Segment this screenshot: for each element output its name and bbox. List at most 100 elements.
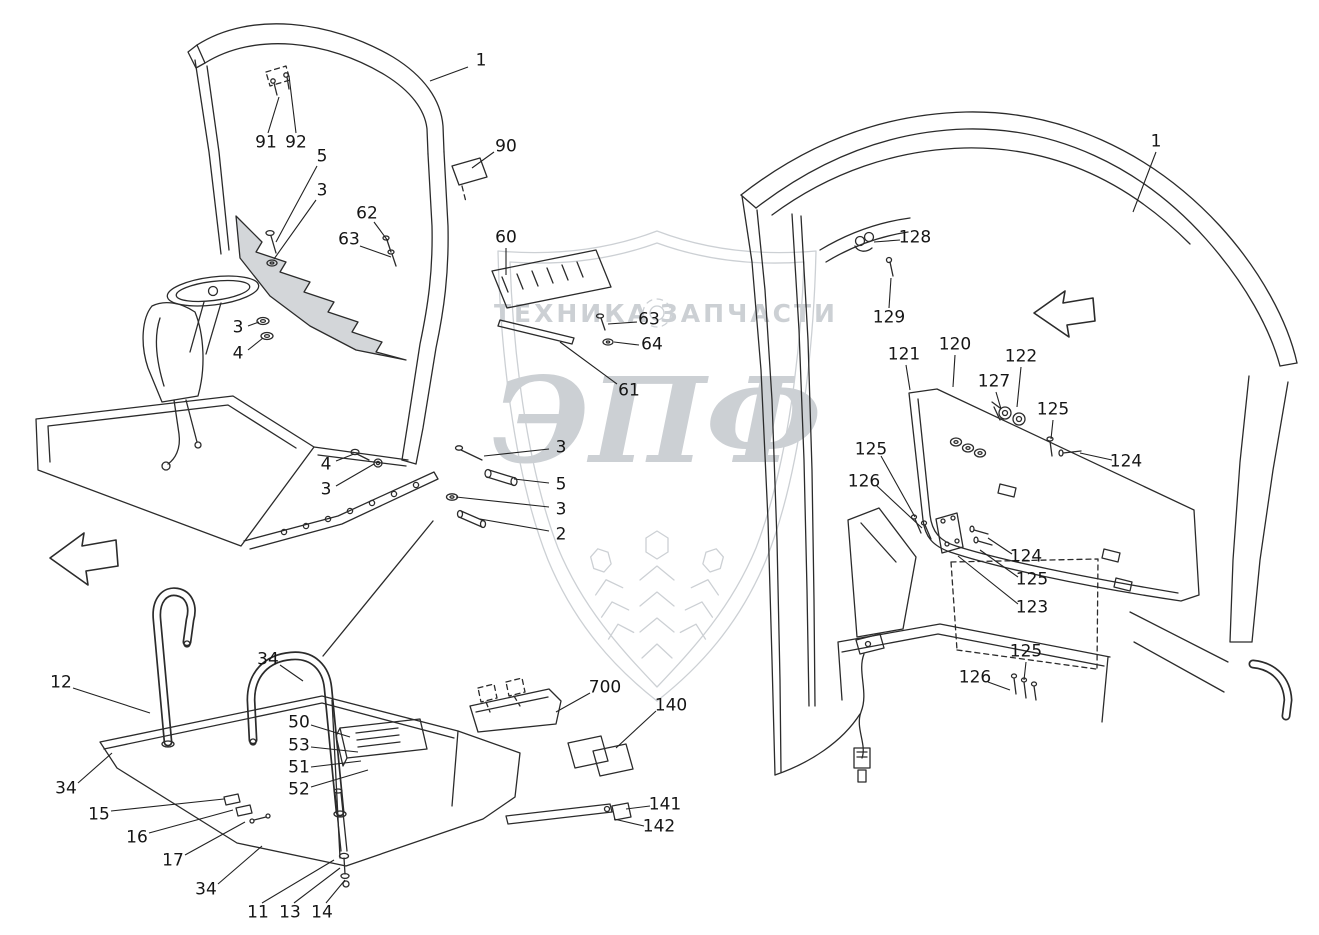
part-label-122: 122: [1004, 346, 1038, 367]
part-label-53: 53: [288, 735, 310, 756]
part-label-17: 17: [162, 850, 184, 871]
part-label-5: 5: [555, 474, 567, 495]
leader-line: [217, 845, 263, 885]
part-label-1: 1: [1150, 131, 1162, 152]
leader-line: [310, 746, 359, 753]
leader-line: [876, 485, 923, 529]
part-label-64: 64: [641, 334, 663, 355]
gear-icon: [642, 298, 672, 328]
leader-line: [483, 448, 550, 457]
part-label-4: 4: [320, 454, 332, 475]
leader-line: [1132, 151, 1157, 213]
leader-line: [479, 518, 550, 532]
part-label-125: 125: [1009, 641, 1043, 662]
leader-line: [279, 664, 304, 682]
part-label-12: 12: [50, 672, 72, 693]
leader-line: [373, 221, 389, 242]
part-label-51: 51: [288, 757, 310, 778]
part-label-4: 4: [232, 343, 244, 364]
part-label-128: 128: [898, 227, 932, 248]
part-label-124: 124: [1109, 451, 1143, 472]
watermark: ТЕХНИКА ЗАПЧАСТИ ЭПФ: [492, 230, 835, 702]
part-label-3: 3: [555, 437, 567, 458]
part-label-129: 129: [872, 307, 906, 328]
left-direction-arrow-icon: [49, 532, 119, 586]
leader-line: [905, 364, 911, 391]
part-label-14: 14: [311, 902, 333, 923]
part-label-90: 90: [495, 136, 517, 157]
part-label-34: 34: [257, 649, 279, 670]
leader-line: [615, 710, 657, 749]
part-label-3: 3: [320, 479, 332, 500]
part-label-3: 3: [555, 499, 567, 520]
part-label-125: 125: [1015, 569, 1049, 590]
part-label-63: 63: [338, 229, 360, 250]
leader-line: [613, 818, 645, 827]
part-label-3: 3: [232, 317, 244, 338]
left-cab-frame-drawing: [35, 23, 614, 657]
part-label-1: 1: [475, 50, 487, 71]
part-label-123: 123: [1015, 597, 1049, 618]
leader-line: [455, 496, 550, 508]
leader-line: [607, 321, 638, 325]
leader-line: [247, 337, 264, 351]
part-label-140: 140: [654, 695, 688, 716]
leader-line: [359, 245, 392, 258]
watermark-shield-inner: [509, 242, 805, 688]
leader-line: [275, 165, 318, 243]
right-direction-arrow-icon: [1033, 290, 1096, 338]
part-label-52: 52: [288, 779, 310, 800]
leader-line: [1050, 419, 1054, 440]
part-label-124: 124: [1009, 546, 1043, 567]
part-label-121: 121: [887, 344, 921, 365]
leader-line: [625, 805, 651, 810]
leader-line: [880, 455, 916, 518]
part-label-11: 11: [247, 902, 269, 923]
wheat-ears-icon: [589, 530, 725, 659]
leader-line: [429, 66, 469, 82]
leader-line: [613, 341, 640, 346]
part-label-120: 120: [938, 334, 972, 355]
leader-line: [1023, 661, 1027, 681]
leader-line: [555, 692, 591, 713]
part-label-126: 126: [847, 471, 881, 492]
direction-arrows: [49, 290, 1096, 586]
leader-line: [979, 549, 1019, 578]
leader-line: [873, 239, 901, 243]
watermark-shield-outer: [497, 230, 817, 702]
leader-line: [987, 681, 1011, 691]
leader-line: [110, 798, 225, 812]
leader-line: [310, 769, 369, 788]
part-label-125: 125: [854, 439, 888, 460]
leader-line: [148, 809, 234, 834]
leader-line: [559, 341, 618, 385]
leader-line: [267, 96, 280, 134]
part-label-127: 127: [977, 371, 1011, 392]
leader-line: [261, 859, 335, 904]
floor-panel-drawing: [99, 587, 634, 888]
leader-line: [184, 821, 246, 856]
part-label-91: 91: [255, 132, 277, 153]
part-label-142: 142: [642, 816, 676, 837]
leader-line: [335, 463, 375, 487]
part-label-125: 125: [1036, 399, 1070, 420]
leader-line: [293, 867, 341, 904]
leader-line: [995, 391, 1002, 410]
part-label-13: 13: [279, 902, 301, 923]
part-label-15: 15: [88, 804, 110, 825]
part-label-3: 3: [316, 180, 328, 201]
leader-line: [310, 724, 351, 738]
part-label-60: 60: [495, 227, 517, 248]
part-label-62: 62: [356, 203, 378, 224]
watermark-logo-text: ЭПФ: [492, 351, 822, 490]
part-label-16: 16: [126, 827, 148, 848]
leader-line: [288, 75, 297, 134]
leader-line: [957, 555, 1019, 605]
part-label-34: 34: [195, 879, 217, 900]
leader-line: [513, 478, 550, 484]
leader-line: [335, 453, 355, 462]
leader-line: [72, 687, 151, 714]
